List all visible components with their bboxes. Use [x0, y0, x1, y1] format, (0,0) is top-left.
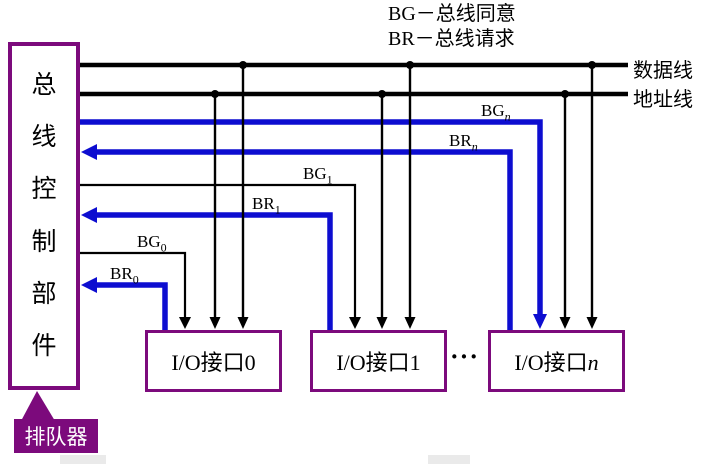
- junction-dot: [561, 90, 569, 98]
- bus-controller-char: 件: [31, 332, 57, 360]
- data-drop-io1-arrow-icon: [404, 317, 416, 329]
- address-drop-ion-arrow-icon: [559, 317, 571, 329]
- br-0-arrow-icon: [81, 277, 97, 293]
- arbiter-label: 排队器: [14, 419, 98, 453]
- br-0-label-base: BR: [110, 264, 133, 283]
- bg-n-label-base: BG: [481, 101, 505, 120]
- io-interface-0-label: I/O接口0: [171, 345, 255, 377]
- io-interface-0-prefix: I/O接口: [171, 350, 245, 375]
- br-0-wire: [97, 282, 168, 330]
- bg-0-label-base: BG: [137, 232, 161, 251]
- legend-bg-line: BG－总线同意: [388, 3, 516, 25]
- ellipsis: ···: [450, 342, 480, 371]
- junction-dot: [588, 61, 596, 69]
- br-n-label-base: BR: [449, 131, 472, 150]
- br-n-arrow-icon: [81, 144, 97, 160]
- smudge-artifact: [60, 455, 106, 464]
- io-interface-1-label: I/O接口1: [336, 345, 420, 377]
- bg-n-wire: [80, 119, 543, 315]
- br-1-arrow-icon: [81, 207, 97, 223]
- io-interface-1-box: I/O接口1: [310, 330, 447, 392]
- bg-1-arrow-icon: [349, 317, 361, 329]
- bg-1-label: BG1: [303, 164, 333, 187]
- bg-n-arrow-icon: [533, 314, 547, 329]
- br-1-label-base: BR: [252, 194, 275, 213]
- address-drop-io1-arrow-icon: [376, 317, 388, 329]
- bg-n-label: BGn: [481, 101, 511, 124]
- bus-controller-char: 线: [31, 124, 57, 152]
- bg-1-wire: [80, 183, 357, 318]
- data-bus-label: 数据线: [633, 60, 693, 82]
- br-n-label-sub: n: [471, 139, 478, 154]
- arbiter-arrow-icon: [21, 391, 55, 421]
- data-drop-io0-arrow-icon: [237, 317, 249, 329]
- bus-controller-box: 总 线 控 制 部 件: [8, 42, 80, 390]
- bg-0-arrow-icon: [179, 317, 191, 329]
- junction-dot: [378, 90, 386, 98]
- br-n-label: BRn: [449, 131, 478, 154]
- br-1-wire: [97, 212, 333, 330]
- smudge-artifact: [428, 455, 470, 464]
- io-interface-1-index: 1: [409, 350, 421, 375]
- io-interface-n-label: I/O接口n: [514, 345, 598, 377]
- br-1-label: BR1: [252, 194, 281, 217]
- io-interface-n-index: n: [587, 350, 599, 375]
- address-drop-io0-arrow-icon: [209, 317, 221, 329]
- bus-controller-char: 控: [31, 176, 57, 204]
- bg-1-label-sub: 1: [326, 172, 333, 187]
- junction-dot: [239, 61, 247, 69]
- io-interface-n-box: I/O接口n: [488, 330, 625, 392]
- io-interface-0-box: I/O接口0: [145, 330, 282, 392]
- junction-dot: [211, 90, 219, 98]
- junction-dot: [406, 61, 414, 69]
- br-n-wire: [97, 149, 513, 330]
- bus-controller-char: 制: [31, 228, 57, 256]
- legend: BG－总线同意 BR－总线请求: [388, 2, 516, 52]
- bus-controller-char: 总: [31, 72, 57, 100]
- bg-0-label: BG0: [137, 232, 167, 255]
- legend-br-line: BR－总线请求: [388, 28, 515, 50]
- bus-controller-char: 部: [31, 280, 57, 308]
- br-1-label-sub: 1: [274, 202, 281, 217]
- bg-0-wire: [80, 251, 187, 318]
- bg-n-label-sub: n: [504, 109, 511, 124]
- br-0-label: BR0: [110, 264, 139, 287]
- io-interface-1-prefix: I/O接口: [336, 350, 410, 375]
- bg-0-label-sub: 0: [160, 240, 167, 255]
- io-interface-n-prefix: I/O接口: [514, 350, 588, 375]
- address-bus-label: 地址线: [633, 89, 693, 111]
- io-interface-0-index: 0: [244, 350, 256, 375]
- data-drop-ion-arrow-icon: [586, 317, 598, 329]
- bg-1-label-base: BG: [303, 164, 327, 183]
- br-0-label-sub: 0: [132, 272, 139, 287]
